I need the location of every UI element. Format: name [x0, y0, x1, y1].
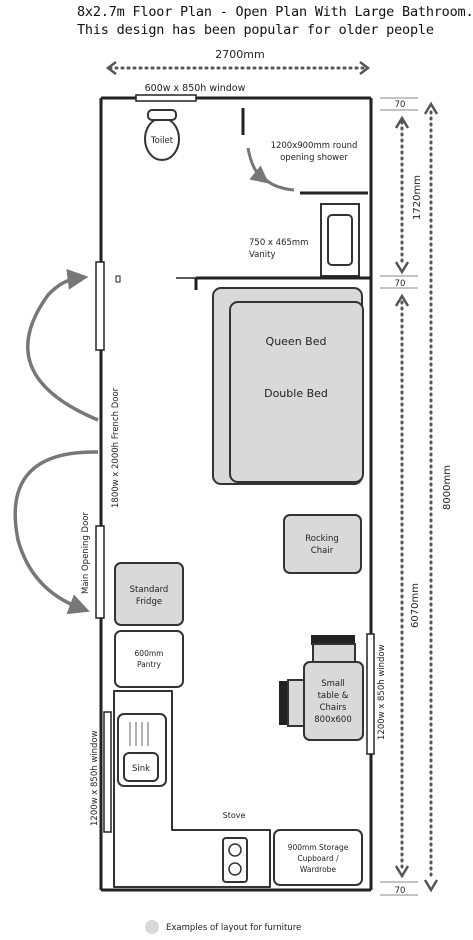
toilet-label: Toilet	[150, 136, 174, 146]
legend-swatch	[145, 920, 159, 934]
width-arrow-left	[105, 61, 117, 75]
shower-door-swing-left	[246, 147, 270, 184]
french-door-swing-lower	[13, 450, 99, 615]
left-window	[103, 711, 112, 833]
stove-burner	[228, 843, 242, 857]
vanity-basin	[327, 214, 353, 266]
pantry-label-line1: 600mm	[135, 649, 164, 658]
rocking-chair	[283, 514, 362, 574]
gap-top-label: 70	[395, 100, 406, 110]
shower-label-line1: 1200x900mm round	[271, 141, 358, 151]
length-dim-arrow-bottom	[423, 879, 439, 893]
queen-bed-label: Queen Bed	[266, 335, 327, 348]
floor-plan-svg: 2700mm 600w x 850h window Toilet 1200x90…	[13, 48, 453, 934]
legend-label: Examples of layout for furniture	[166, 923, 301, 933]
living-dimension-label: 6070mm	[410, 583, 421, 628]
width-dimension-label: 2700mm	[215, 48, 264, 61]
width-arrow-right	[359, 61, 371, 75]
stove-label: Stove	[223, 811, 246, 820]
small-table	[303, 661, 364, 741]
french-door-swing-upper	[25, 268, 99, 422]
chair-top	[311, 635, 355, 645]
plan-subtitle: This design has been popular for older p…	[77, 22, 434, 38]
double-bed	[229, 301, 364, 483]
plan-title: 8x2.7m Floor Plan - Open Plan With Large…	[77, 4, 473, 20]
vanity-label-line1: 750 x 465mm	[249, 238, 308, 248]
fridge-label-line2: Fridge	[136, 597, 162, 607]
gap-bottom-label: 70	[395, 886, 406, 896]
sink-label: Sink	[132, 764, 150, 774]
gap-mid-label: 70	[395, 279, 406, 289]
shower-door-swing-right	[260, 174, 295, 192]
vanity-label-line2: Vanity	[249, 250, 275, 260]
left-window-label: 1200w x 850h window	[90, 730, 100, 826]
storage-label-line1: 900mm Storage	[288, 843, 349, 852]
floor-plan-diagram: 8x2.7m Floor Plan - Open Plan With Large…	[13, 4, 473, 934]
storage-label-line2: Cupboard /	[297, 854, 339, 863]
french-door-panel-upper	[95, 261, 105, 351]
top-window-label: 600w x 850h window	[145, 83, 246, 94]
main-door-panel	[95, 525, 105, 619]
table-label-line4: 800x600	[314, 715, 351, 725]
storage-label-line3: Wardrobe	[300, 865, 337, 874]
length-dimension-label: 8000mm	[442, 465, 453, 510]
shower-label-line2: opening shower	[280, 153, 348, 163]
chair-left	[279, 681, 289, 725]
table-label-line2: table &	[318, 691, 349, 701]
bathroom-dimension-label: 1720mm	[412, 175, 423, 220]
french-door-handle	[115, 275, 121, 283]
right-window	[366, 633, 375, 755]
fridge-label-line1: Standard	[130, 585, 169, 595]
pantry-label-line2: Pantry	[137, 660, 162, 669]
main-door-label: Main Opening Door	[81, 512, 91, 594]
double-bed-label: Double Bed	[264, 387, 328, 400]
stove-burner	[228, 862, 242, 876]
right-window-label: 1200w x 850h window	[377, 644, 387, 740]
table-label-line1: Small	[321, 679, 345, 689]
rocking-chair-label-line2: Chair	[311, 546, 334, 556]
living-dim-arrow-top	[394, 293, 410, 307]
storage-cupboard	[273, 829, 363, 886]
pantry	[114, 630, 184, 688]
length-dim-arrow-top	[423, 101, 439, 115]
bathroom-dim-arrow-bottom	[394, 261, 410, 275]
table-label-line3: Chairs	[320, 703, 347, 713]
living-dim-arrow-bottom	[394, 865, 410, 879]
toilet-cistern	[147, 109, 177, 121]
standard-fridge	[114, 562, 184, 626]
french-door-label: 1800w x 2000h French Door	[111, 387, 121, 508]
top-window	[135, 94, 197, 102]
sink-bowl	[123, 752, 159, 782]
rocking-chair-label-line1: Rocking	[305, 534, 338, 544]
bathroom-dim-arrow-top	[394, 115, 410, 129]
